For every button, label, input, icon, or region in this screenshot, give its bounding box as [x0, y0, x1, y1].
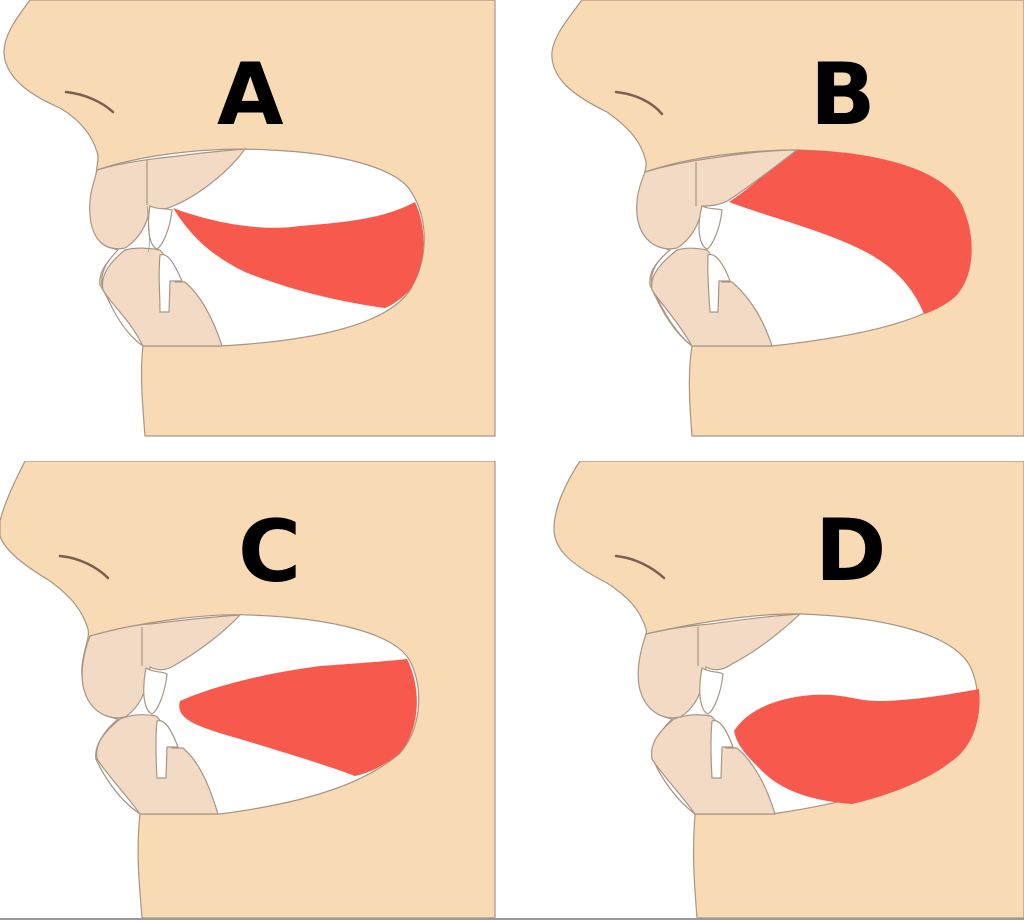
- panel-c: C: [0, 461, 512, 922]
- panel-b: B: [512, 0, 1024, 461]
- tongue-shape-d: [734, 689, 980, 804]
- tongue-shape-a: [173, 202, 424, 308]
- panel-d: D: [512, 461, 1024, 922]
- face-profile-illustration-a: [3, 0, 496, 437]
- panel-label-d: D: [815, 501, 887, 601]
- bottom-border: [0, 918, 1024, 920]
- panel-a: A: [0, 0, 512, 461]
- face-profile-illustration-d: [553, 461, 1024, 919]
- panel-label-b: B: [810, 45, 876, 145]
- panel-label-a: A: [217, 45, 284, 145]
- panel-label-c: C: [238, 502, 302, 602]
- tongue-shape-b: [729, 150, 972, 314]
- face-profile-illustration-b: [551, 0, 1024, 437]
- tongue-shape-c: [179, 659, 417, 776]
- face-profile-illustration-c: [0, 461, 496, 919]
